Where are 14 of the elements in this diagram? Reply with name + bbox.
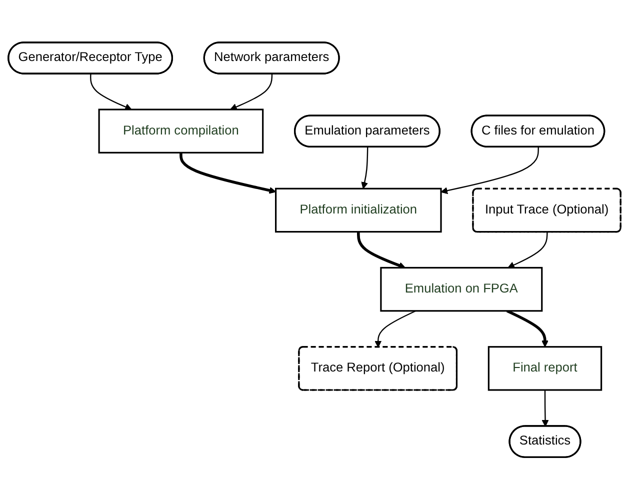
arrow <box>361 146 368 189</box>
arrow <box>357 232 406 268</box>
arrow <box>180 152 276 194</box>
arrow <box>90 74 132 110</box>
arrow <box>230 74 273 110</box>
arrow <box>506 309 548 347</box>
node-box: Platform initialization <box>275 188 442 232</box>
arrow <box>542 390 549 426</box>
arrow <box>440 146 539 194</box>
node-box: Emulation on FPGA <box>380 266 543 312</box>
node-box: Platform compilation <box>98 108 264 154</box>
arrow <box>374 310 416 348</box>
node-box: Final report <box>488 346 602 391</box>
arrow <box>508 232 548 268</box>
